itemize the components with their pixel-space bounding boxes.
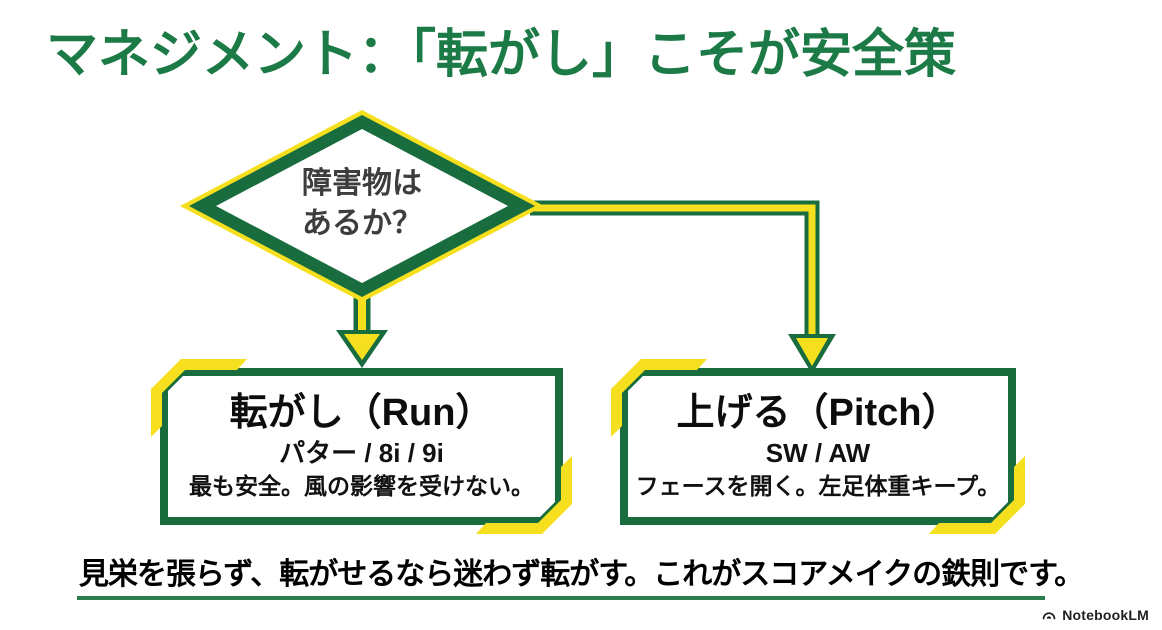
brand-label: NotebookLM xyxy=(1062,607,1149,623)
decision-diamond xyxy=(180,110,544,302)
notebooklm-icon xyxy=(1042,612,1056,620)
brand-mark: NotebookLM xyxy=(1041,607,1149,623)
option-run-clubs: パター / 8i / 9i xyxy=(279,437,444,468)
option-box-run-body: 転がし（Run） パター / 8i / 9i 最も安全。風の影響を受けない。 xyxy=(168,376,555,517)
option-run-title: 転がし（Run） xyxy=(229,391,494,434)
option-pitch-title: 上げる（Pitch） xyxy=(676,391,960,434)
page-title: マネジメント：「転がし」こそが安全策 xyxy=(46,26,957,84)
option-pitch-clubs: SW / AW xyxy=(765,437,871,468)
footer-underline xyxy=(77,596,1045,600)
decision-line1: 障害物は xyxy=(302,167,422,200)
footer-note: 見栄を張らず、転がせるなら迷わず転がす。これがスコアメイクの鉄則です。 xyxy=(78,558,1084,591)
decision-line2: あるか？ xyxy=(302,206,422,240)
decision-label: 障害物は あるか？ xyxy=(212,164,512,243)
option-box-pitch-body: 上げる（Pitch） SW / AW フェースを開く。左足体重キープ。 xyxy=(628,376,1008,517)
option-pitch-note: フェースを開く。左足体重キープ。 xyxy=(635,472,1001,499)
arrow-right-to-pitch xyxy=(530,200,836,374)
option-run-note: 最も安全。風の影響を受けない。 xyxy=(189,472,534,499)
option-box-pitch: 上げる（Pitch） SW / AW フェースを開く。左足体重キープ。 xyxy=(611,359,1016,525)
option-box-run: 転がし（Run） パター / 8i / 9i 最も安全。風の影響を受けない。 xyxy=(151,359,563,525)
